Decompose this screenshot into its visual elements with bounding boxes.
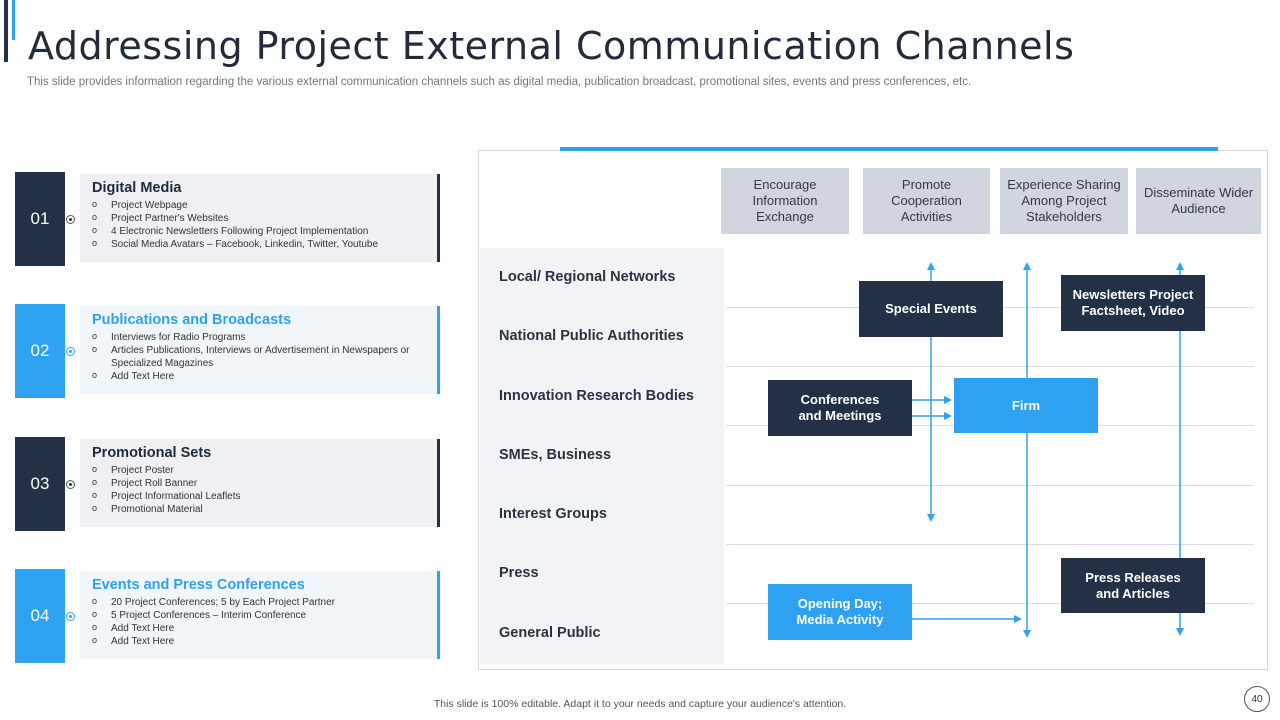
opening-day-box: Opening Day; Media Activity: [768, 584, 912, 640]
channel-list: Project Webpage Project Partner's Websit…: [92, 198, 425, 251]
channel-list-item: 5 Project Conferences – Interim Conferen…: [92, 608, 425, 622]
audience-label: National Public Authorities: [499, 328, 684, 344]
title-accent-bar-blue: [12, 0, 15, 40]
press-releases-box: Press Releases and Articles: [1061, 558, 1205, 613]
audience-panel: [480, 248, 724, 664]
bullet-dot-icon: [66, 215, 75, 224]
audience-label: Local/ Regional Networks: [499, 269, 676, 285]
channel-list-item: Add Text Here: [92, 369, 425, 383]
page-title: Addressing Project External Communicatio…: [28, 24, 1075, 68]
channel-list-item: 4 Electronic Newsletters Following Proje…: [92, 224, 425, 238]
channel-title: Digital Media: [92, 180, 182, 196]
channel-list-item: Project Webpage: [92, 198, 425, 212]
diagram-top-accent-line: [560, 147, 1218, 151]
footer-note: This slide is 100% editable. Adapt it to…: [433, 698, 847, 710]
channel-card: Promotional Sets Project Poster Project …: [80, 439, 440, 527]
title-accent-bar: [4, 0, 8, 62]
channel-number: 01: [15, 172, 65, 266]
channel-list-item: Add Text Here: [92, 621, 425, 635]
objective-box: Disseminate Wider Audience: [1136, 168, 1261, 234]
conferences-box: Conferences and Meetings: [768, 380, 912, 436]
channel-list-item: Interviews for Radio Programs: [92, 330, 425, 344]
channel-card: Digital Media Project Webpage Project Pa…: [80, 174, 440, 262]
newsletters-box: Newsletters Project Factsheet, Video: [1061, 275, 1205, 331]
channel-item-digital-media: 01 Digital Media Project Webpage Project…: [15, 172, 440, 266]
special-events-box: Special Events: [859, 281, 1003, 337]
channel-number: 03: [15, 437, 65, 531]
audience-label: Innovation Research Bodies: [499, 388, 694, 404]
channel-title: Publications and Broadcasts: [92, 312, 292, 328]
channel-list-item: Project Informational Leaflets: [92, 489, 425, 503]
channel-list: Interviews for Radio Programs Articles P…: [92, 330, 425, 383]
bullet-dot-icon: [66, 347, 75, 356]
channel-list-item: Project Poster: [92, 463, 425, 477]
channel-list-item: Social Media Avatars – Facebook, Linkedi…: [92, 237, 425, 251]
channel-list-item: 20 Project Conferences; 5 by Each Projec…: [92, 595, 425, 609]
channel-item-publications: 02 Publications and Broadcasts Interview…: [15, 304, 440, 398]
row-divider: [726, 603, 1254, 604]
firm-box: Firm: [954, 378, 1098, 433]
bullet-dot-icon: [66, 612, 75, 621]
channel-item-promotional-sets: 03 Promotional Sets Project Poster Proje…: [15, 437, 440, 531]
channel-list-item: Articles Publications, Interviews or Adv…: [92, 343, 425, 370]
channel-list: 20 Project Conferences; 5 by Each Projec…: [92, 595, 425, 648]
objective-box: Promote Cooperation Activities: [863, 168, 990, 234]
objective-box: Encourage Information Exchange: [721, 168, 849, 234]
page-number: 40: [1244, 686, 1270, 712]
channel-list-item: Add Text Here: [92, 634, 425, 648]
objective-box: Experience Sharing Among Project Stakeho…: [1000, 168, 1128, 234]
channel-list-item: Project Partner's Websites: [92, 211, 425, 225]
channel-list-item: Promotional Material: [92, 502, 425, 516]
channel-list: Project Poster Project Roll Banner Proje…: [92, 463, 425, 516]
channel-card: Events and Press Conferences 20 Project …: [80, 571, 440, 659]
row-divider: [726, 366, 1254, 367]
row-divider: [726, 485, 1254, 486]
channel-title: Events and Press Conferences: [92, 577, 305, 593]
audience-label: Press: [499, 565, 539, 581]
audience-label: SMEs, Business: [499, 447, 612, 463]
row-divider: [726, 544, 1254, 545]
channel-card: Publications and Broadcasts Interviews f…: [80, 306, 440, 394]
bullet-dot-icon: [66, 480, 75, 489]
channel-title: Promotional Sets: [92, 445, 212, 461]
channel-number: 04: [15, 569, 65, 663]
audience-label: General Public: [499, 625, 601, 641]
page-subtitle: This slide provides information regardin…: [27, 76, 972, 88]
channel-list-item: Project Roll Banner: [92, 476, 425, 490]
channel-number: 02: [15, 304, 65, 398]
channel-item-events: 04 Events and Press Conferences 20 Proje…: [15, 569, 440, 663]
audience-label: Interest Groups: [499, 506, 607, 522]
